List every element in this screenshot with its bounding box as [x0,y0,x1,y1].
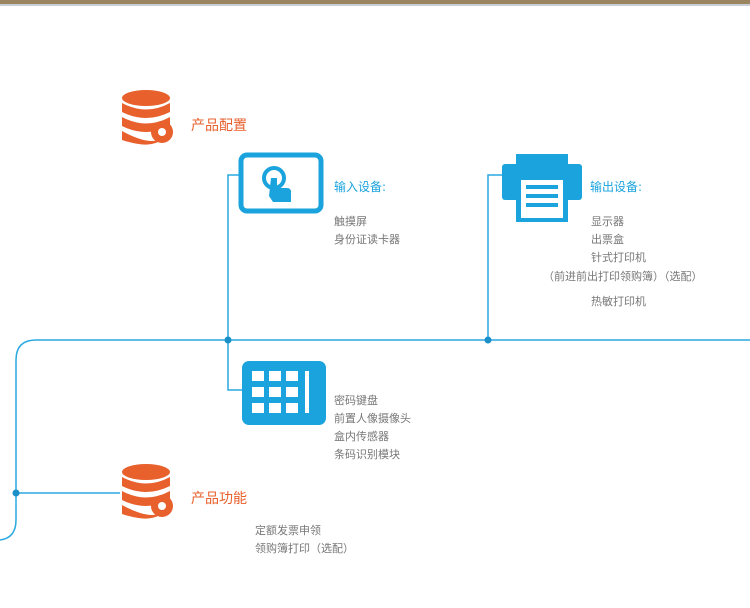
junction-dot [484,336,492,344]
keypad-icon [242,361,326,425]
list-item: 定额发票申领 [255,524,321,537]
list-item: 条码识别模块 [334,448,400,461]
output-devices-title: 输出设备: [590,180,643,194]
database-gear-icon [122,90,173,145]
list-item: 盒内传感器 [334,430,389,443]
list-item: 前置人像摄像头 [334,412,411,425]
junction-dot [12,489,20,497]
output-devices-list: 显示器 出票盒 针式打印机 [591,213,646,267]
keypad-devices-list: 密码键盘 前置人像摄像头 盒内传感器 条码识别模块 [334,392,411,464]
list-item: 触摸屏 [334,215,367,228]
product-config-title: 产品配置 [191,118,247,134]
product-function-list: 定额发票申领 领购簿打印（选配） [255,522,354,558]
product-function-title: 产品功能 [191,491,247,507]
list-item: 密码键盘 [334,394,378,407]
printer-icon [502,154,582,222]
output-devices-extra: 热敏打印机 [591,295,646,308]
input-devices-list: 触摸屏 身份证读卡器 [334,213,400,249]
window-top-border [0,0,750,6]
output-devices-note: （前进前出打印领购簿）（选配） [543,270,703,283]
touch-screen-icon [238,152,324,214]
list-item: 针式打印机 [591,251,646,264]
junction-dot [224,336,232,344]
list-item: 领购簿打印（选配） [255,542,354,555]
list-item: 身份证读卡器 [334,233,400,246]
database-gear-icon [122,464,173,519]
list-item: 显示器 [591,215,624,228]
input-devices-title: 输入设备: [334,180,387,194]
list-item: 出票盒 [591,233,624,246]
